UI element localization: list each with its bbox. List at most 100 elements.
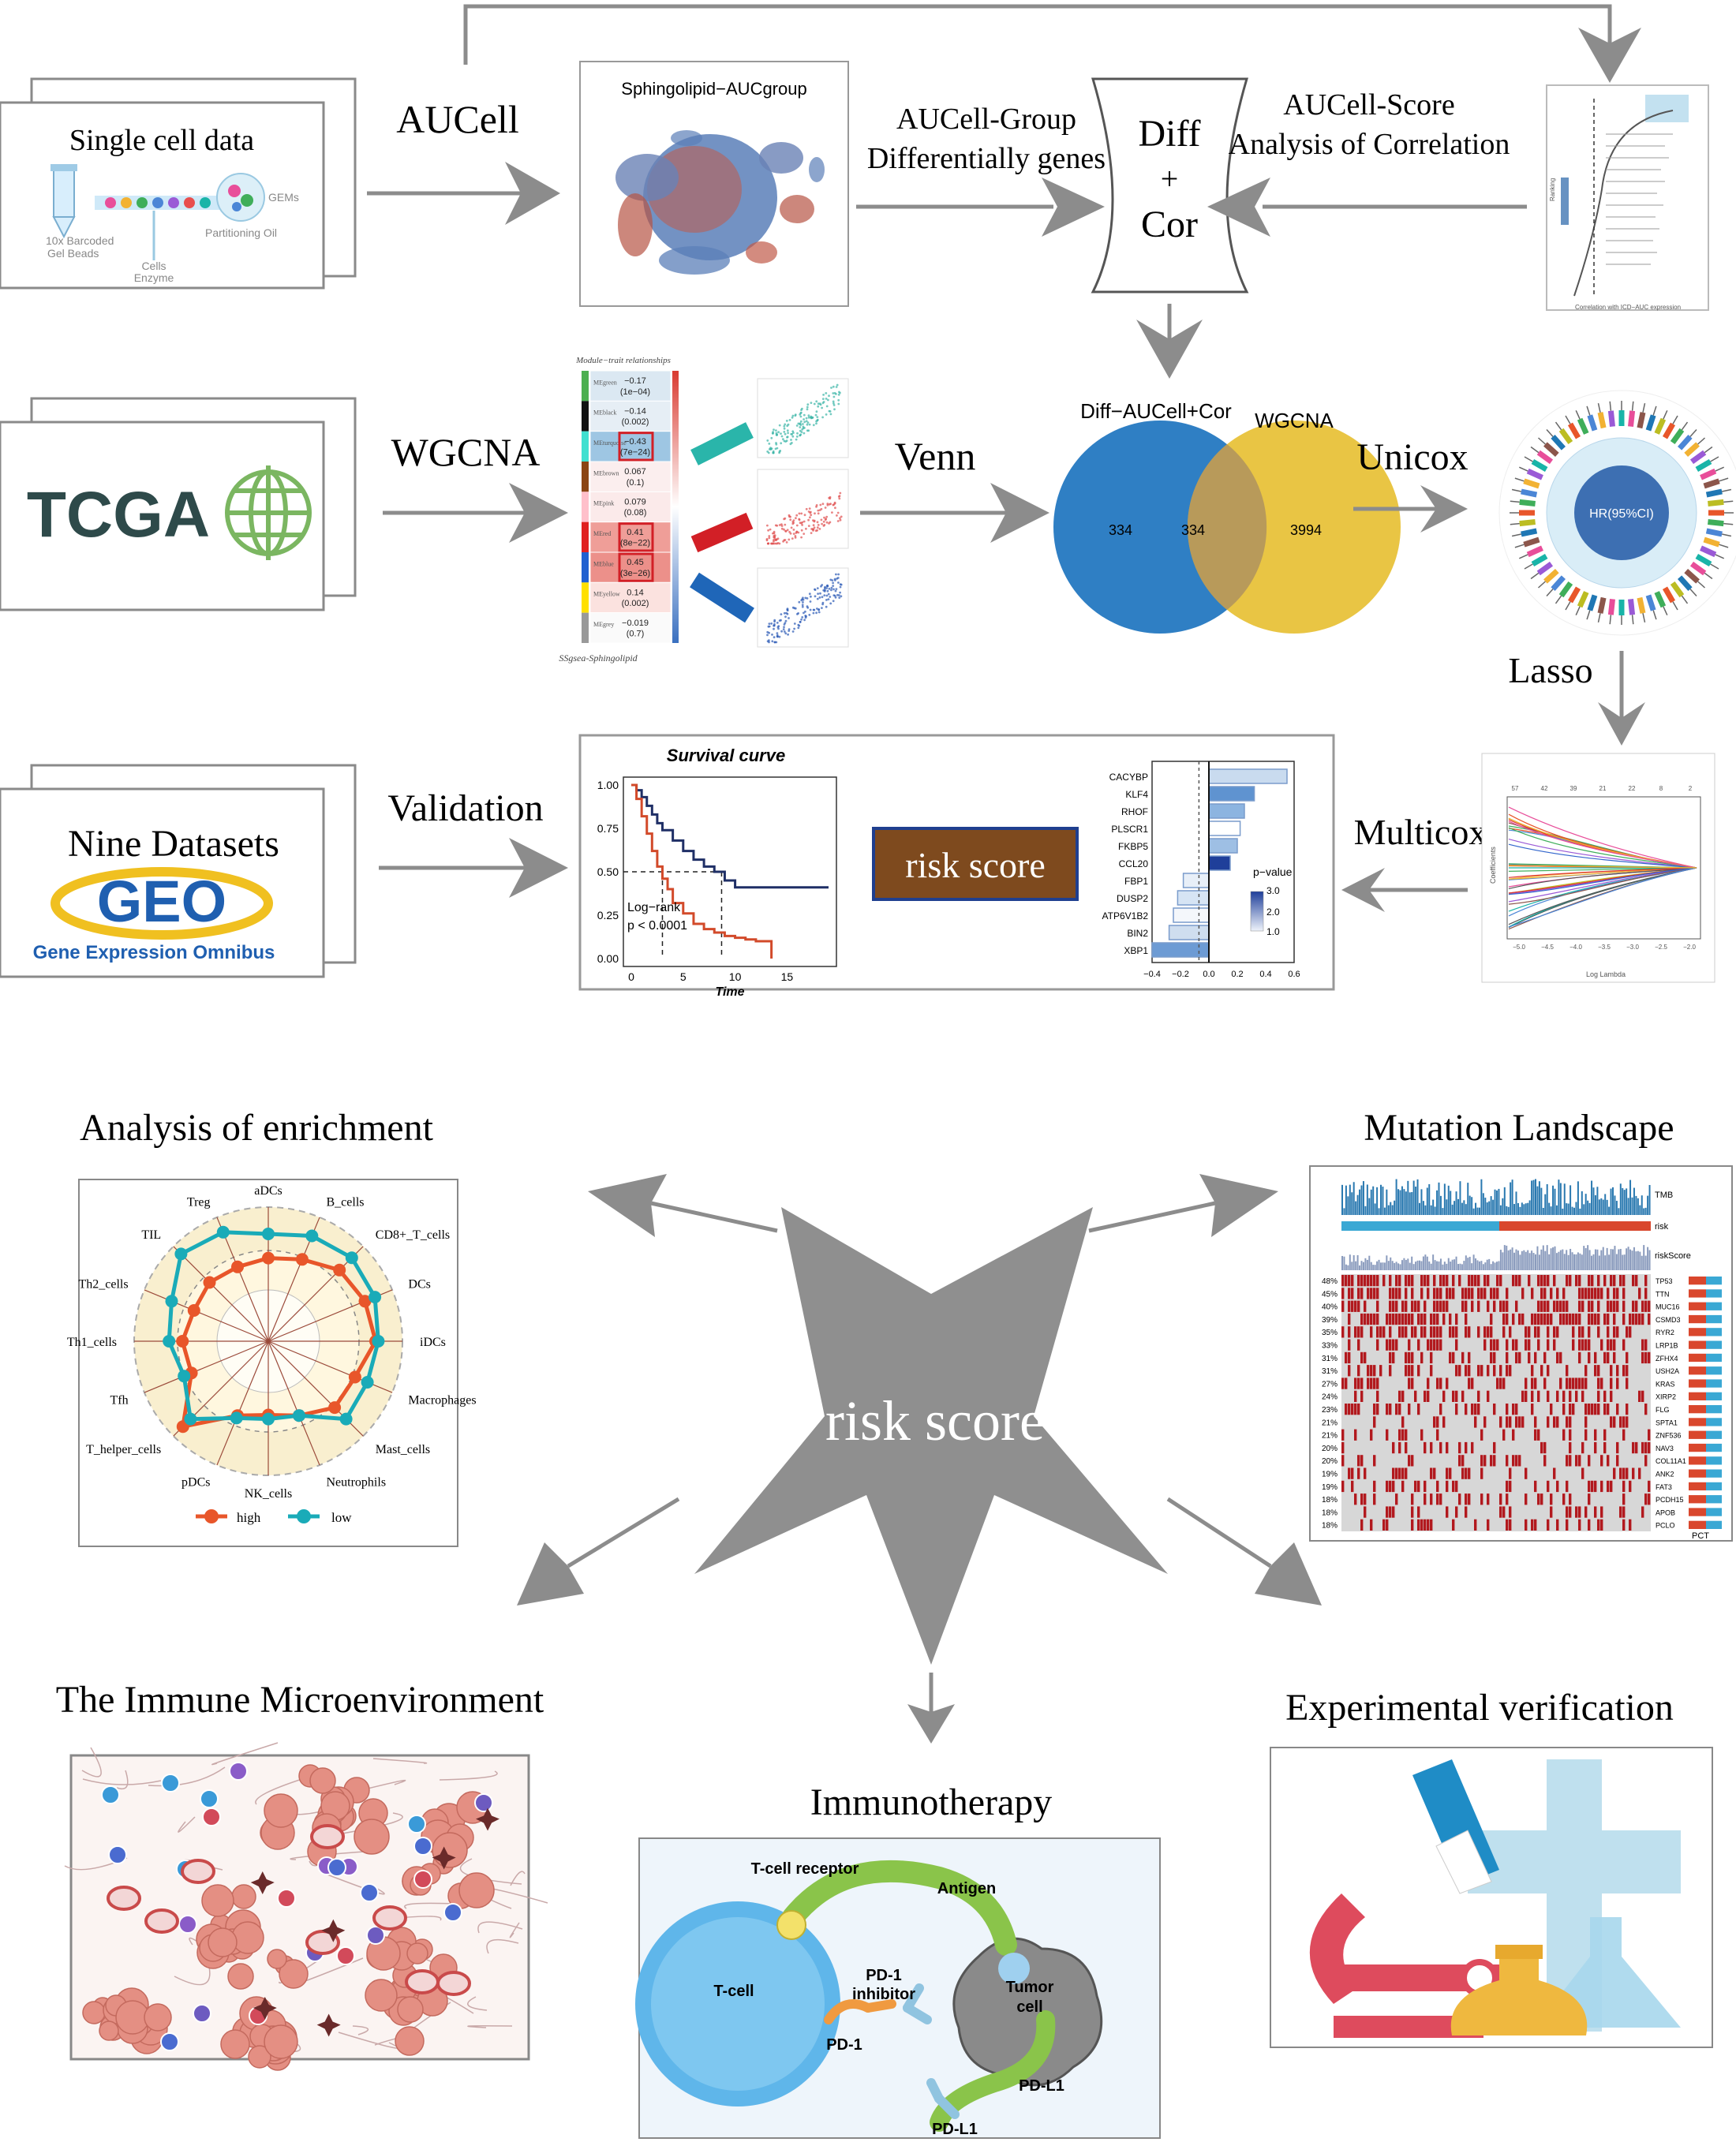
- scatter-point: [799, 424, 803, 426]
- mutation-cell: [1588, 1493, 1591, 1505]
- radar-axis-label: iDCs: [420, 1336, 446, 1349]
- mutation-cell: [1496, 1378, 1499, 1389]
- mutation-cell: [1622, 1429, 1626, 1441]
- ring-segment: [1597, 412, 1607, 429]
- pct-bar-high: [1689, 1353, 1706, 1363]
- mutation-cell: [1436, 1326, 1439, 1338]
- mutation-cell: [1600, 1480, 1603, 1493]
- mutation-cell: [1408, 1275, 1411, 1287]
- mutation-cell: [1575, 1378, 1578, 1389]
- mutation-cell: [1373, 1378, 1376, 1389]
- mutation-cell: [1626, 1326, 1629, 1338]
- mutation-cell: [1619, 1506, 1622, 1518]
- diff-cor-3: Cor: [1141, 204, 1198, 245]
- tmb-bar: [1436, 1190, 1439, 1215]
- module-color-swatch: [582, 612, 589, 643]
- scatter-point: [780, 527, 784, 530]
- scatter-point: [784, 615, 787, 619]
- scatter-point: [819, 403, 822, 406]
- pct-bar-low: [1706, 1520, 1722, 1529]
- pct-bar-low: [1706, 1328, 1722, 1336]
- radar-axis-label: Treg: [187, 1196, 211, 1209]
- mutation-cell: [1446, 1506, 1449, 1518]
- pct-bar-low: [1706, 1366, 1722, 1375]
- mutation-cell: [1395, 1404, 1398, 1415]
- scatter-point: [783, 424, 786, 428]
- ring-segment: [1519, 499, 1536, 507]
- ring-label-tick: [1704, 446, 1713, 454]
- mutation-cell: [1607, 1313, 1610, 1325]
- mutation-cell: [1531, 1519, 1534, 1531]
- scatter-point: [810, 514, 813, 517]
- scatter-point: [791, 442, 793, 444]
- riskscore-bar: [1432, 1254, 1435, 1270]
- tmb-bar: [1499, 1205, 1502, 1215]
- fiber: [290, 1850, 375, 1860]
- scatter-point: [815, 505, 817, 508]
- scatter-point: [765, 539, 769, 542]
- mutation-cell: [1427, 1390, 1430, 1402]
- immune-cell: [200, 1789, 219, 1808]
- scatter-point: [817, 524, 820, 526]
- module-color-swatch: [582, 552, 589, 583]
- radar-spoke: [144, 1289, 269, 1342]
- pct-bar-low: [1706, 1289, 1722, 1298]
- ring-segment: [1637, 412, 1646, 429]
- mutation-cell: [1626, 1404, 1629, 1415]
- experimental-title: Experimental verification: [1285, 1687, 1674, 1729]
- mutation-cell: [1531, 1288, 1534, 1299]
- mutation-cell: [1525, 1339, 1528, 1351]
- immune-cell: [443, 1903, 462, 1922]
- mutation-cell: [1468, 1493, 1471, 1505]
- riskscore-bar: [1535, 1254, 1536, 1270]
- scatter-point: [816, 529, 818, 532]
- mutation-cell: [1512, 1339, 1515, 1351]
- module-color-swatch: [582, 462, 589, 492]
- mutation-cell: [1493, 1351, 1496, 1364]
- center-star: [694, 1207, 1168, 1665]
- tmb-bar: [1476, 1207, 1479, 1215]
- scatter-point: [825, 587, 828, 589]
- module-pvalue: (7e−24): [620, 448, 650, 458]
- mutation-cell: [1506, 1313, 1509, 1325]
- tmb-bar: [1467, 1183, 1469, 1215]
- scatter-point: [778, 635, 781, 638]
- mutation-cell: [1512, 1455, 1515, 1467]
- mutation-cell: [1354, 1493, 1357, 1505]
- mutation-cell: [1556, 1416, 1559, 1428]
- scatter-point: [798, 512, 801, 515]
- mutation-cell: [1603, 1404, 1607, 1415]
- mutation-pct: 21%: [1322, 1419, 1338, 1427]
- tmb-bar: [1542, 1207, 1544, 1215]
- mutation-cell: [1547, 1339, 1550, 1351]
- mutation-cell: [1499, 1493, 1502, 1505]
- mutation-cell: [1607, 1404, 1610, 1415]
- scatter-point: [813, 608, 816, 611]
- riskscore-bar: [1424, 1254, 1427, 1270]
- venn-mid-count: 334: [1181, 522, 1205, 538]
- mutation-cell: [1556, 1288, 1559, 1299]
- scatter-point: [775, 443, 778, 446]
- tumor-cell-blob: [279, 1959, 309, 1989]
- scatter-point: [778, 524, 781, 526]
- scatter-point: [801, 616, 804, 619]
- tmb-bar: [1420, 1189, 1423, 1215]
- mutation-cell: [1341, 1275, 1345, 1287]
- mutation-cell: [1461, 1288, 1465, 1299]
- riskscore-bar: [1356, 1254, 1359, 1270]
- scatter-point: [815, 420, 817, 423]
- mutation-cell: [1439, 1339, 1442, 1351]
- immune-cell: [202, 1807, 221, 1826]
- coef-gene-label: FKBP5: [1118, 841, 1148, 852]
- pdl1-label-1: PD-L1: [1019, 2077, 1064, 2095]
- mutation-cell: [1424, 1313, 1427, 1325]
- scatter-point: [795, 438, 798, 441]
- tmb-bar: [1351, 1192, 1353, 1215]
- pct-bar-high: [1689, 1366, 1706, 1375]
- mutation-pct: 21%: [1322, 1432, 1338, 1441]
- riskscore-bar: [1523, 1250, 1525, 1270]
- mutation-cell: [1597, 1378, 1600, 1389]
- mutation-cell: [1376, 1378, 1379, 1389]
- riskscore-bar: [1507, 1250, 1510, 1270]
- scatter-point: [766, 439, 769, 442]
